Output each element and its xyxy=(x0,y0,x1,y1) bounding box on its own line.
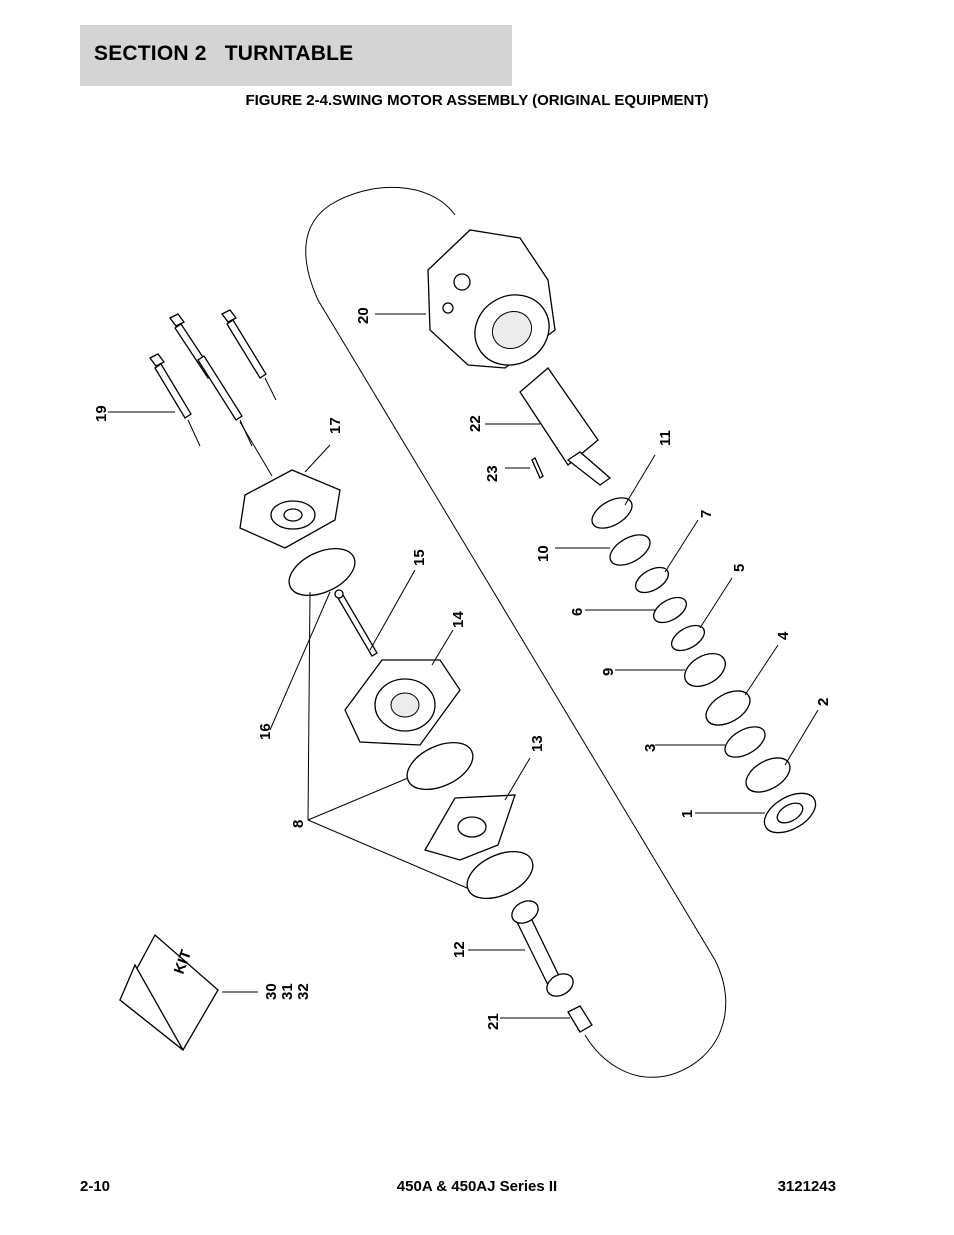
bearing-part-11 xyxy=(591,497,633,529)
washer-part-7 xyxy=(634,566,670,594)
callout-22: 22 xyxy=(467,415,484,432)
page-number: 2-10 xyxy=(80,1178,111,1195)
callout-15: 15 xyxy=(411,549,428,566)
callout-17: 17 xyxy=(327,417,344,434)
valve-plate-part-13 xyxy=(424,794,516,861)
callout-31: 31 xyxy=(279,983,296,1000)
gerotor-part-14 xyxy=(344,659,461,746)
spacer-part-21 xyxy=(567,1005,593,1033)
callout-3: 3 xyxy=(642,744,659,752)
callout-21: 21 xyxy=(485,1013,502,1030)
drive-link-part-12 xyxy=(511,900,574,997)
bolts-group xyxy=(149,309,277,477)
section-header-bar: SECTION 2 TURNTABLE xyxy=(80,25,512,86)
callout-13: 13 xyxy=(529,735,546,752)
seal-kit-box: KIT xyxy=(119,933,219,1051)
callout-5: 5 xyxy=(731,564,748,572)
callout-23: 23 xyxy=(484,465,501,482)
washer-part-10 xyxy=(609,534,651,566)
figure-title: FIGURE 2-4.SWING MOTOR ASSEMBLY (ORIGINA… xyxy=(245,92,709,109)
o-ring-part-3 xyxy=(724,726,766,758)
seal-part-9 xyxy=(684,652,726,688)
o-ring-8b xyxy=(466,850,534,900)
callout-14: 14 xyxy=(450,611,467,628)
callout-20: 20 xyxy=(355,307,372,324)
callout-30: 30 xyxy=(263,983,280,1000)
callout-11: 11 xyxy=(657,430,674,446)
end-cap-part-17 xyxy=(239,469,341,549)
callout-10: 10 xyxy=(535,545,552,562)
callout-8: 8 xyxy=(290,820,307,828)
washer-part-5 xyxy=(670,624,706,652)
callout-32: 32 xyxy=(295,983,312,1000)
callout-12: 12 xyxy=(451,941,468,958)
o-ring-16 xyxy=(288,547,356,597)
housing-part-20 xyxy=(427,229,556,369)
callout-16: 16 xyxy=(257,723,274,740)
pin-part-15 xyxy=(337,594,378,657)
document-number: 3121243 xyxy=(777,1178,836,1195)
leader-lines xyxy=(108,313,819,1019)
shaft-part-22 xyxy=(519,367,612,486)
callout-9: 9 xyxy=(600,668,617,676)
callout-4: 4 xyxy=(775,631,792,640)
callout-19: 19 xyxy=(93,405,110,422)
washer-part-6 xyxy=(652,596,688,624)
callout-labels: 19 20 17 22 23 11 10 7 15 5 6 14 4 9 2 1… xyxy=(93,307,832,1030)
assembly-boundary-loop xyxy=(305,186,727,1078)
callout-7: 7 xyxy=(698,510,715,518)
retaining-ring-part-2 xyxy=(745,757,791,793)
o-ring-8a xyxy=(406,741,474,791)
key-part-23 xyxy=(531,457,544,479)
callout-2: 2 xyxy=(815,698,832,706)
model-name: 450A & 450AJ Series II xyxy=(396,1178,558,1195)
callout-1: 1 xyxy=(679,810,696,818)
callout-6: 6 xyxy=(569,608,586,616)
ring-part-4 xyxy=(705,690,751,726)
section-title: SECTION 2 TURNTABLE xyxy=(94,42,354,65)
